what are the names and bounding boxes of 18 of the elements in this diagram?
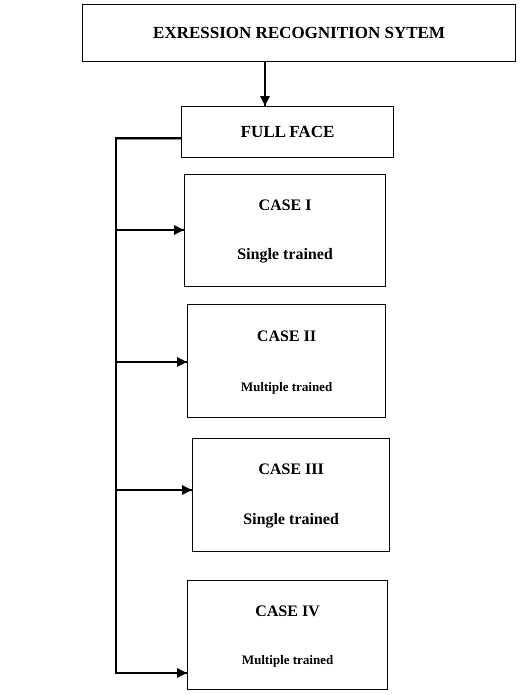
case-description: Multiple trained: [242, 652, 334, 668]
heading-text: EXRESSION RECOGNITION SYTEM: [153, 23, 445, 43]
case-description: Single trained: [237, 246, 333, 264]
case-description: Multiple trained: [240, 378, 332, 394]
heading-text: CASE II: [256, 328, 316, 346]
heading-text: FULL FACE: [240, 122, 334, 142]
arrow: [260, 62, 270, 106]
heading-text: CASE IV: [255, 602, 320, 620]
arrow: [115, 137, 187, 678]
case-description: Single trained: [243, 511, 339, 529]
heading-text: CASE III: [258, 461, 324, 479]
case-box: [187, 304, 386, 418]
heading-text: CASE I: [258, 196, 312, 215]
case-box: [187, 580, 388, 690]
case-box: [192, 438, 390, 552]
case-box: [184, 174, 386, 287]
process-box: [181, 106, 394, 158]
title-box: [82, 4, 516, 62]
